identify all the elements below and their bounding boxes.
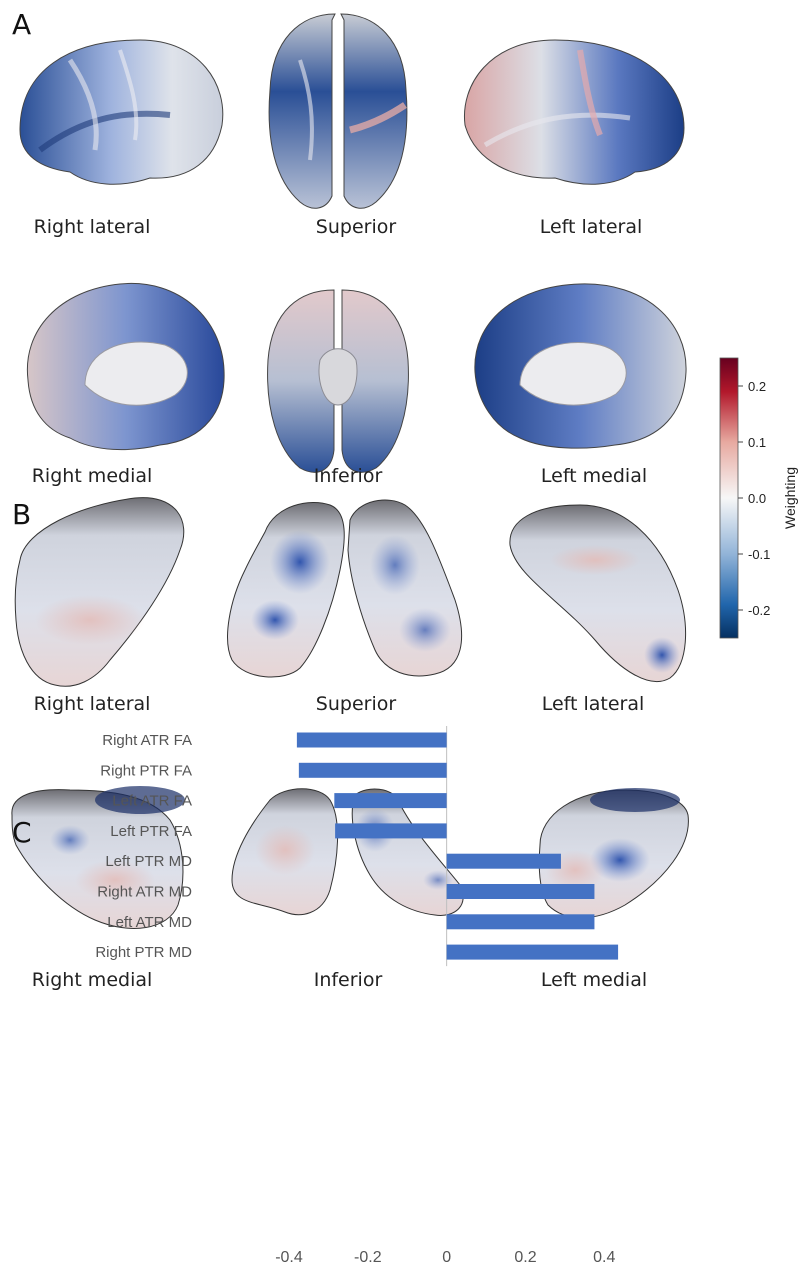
x-tick-label: 0.2 bbox=[514, 1249, 536, 1266]
bar bbox=[296, 732, 447, 748]
colorbar-tick-label: 0.0 bbox=[748, 491, 766, 506]
x-tick-label: 0 bbox=[442, 1249, 451, 1266]
colorbar-tick-label: 0.2 bbox=[748, 379, 766, 394]
category-label: Right ATR FA bbox=[102, 732, 192, 749]
label-left-lateral-a: Left lateral bbox=[539, 216, 643, 238]
cortex-inferior bbox=[267, 289, 409, 473]
panel-letter-c: C bbox=[12, 816, 32, 849]
thalamus-right-medial bbox=[11, 786, 185, 929]
label-right-lateral-a: Right lateral bbox=[33, 216, 151, 238]
label-left-medial-b: Left medial bbox=[540, 969, 648, 991]
thalamus-inferior bbox=[231, 788, 464, 916]
x-tick-label: 0.4 bbox=[593, 1249, 615, 1266]
category-label: Right ATR MD bbox=[97, 884, 192, 901]
cortex-right-medial bbox=[26, 282, 225, 451]
label-left-medial-a: Left medial bbox=[540, 465, 648, 487]
panel-letter-a: A bbox=[12, 8, 32, 41]
thalamus-left-lateral bbox=[509, 504, 687, 683]
panel-letter-b: B bbox=[12, 498, 32, 531]
label-right-medial-a: Right medial bbox=[31, 465, 153, 487]
label-superior-b: Superior bbox=[315, 693, 397, 715]
bar bbox=[334, 793, 447, 809]
bar bbox=[335, 823, 447, 839]
category-label: Left PTR MD bbox=[105, 853, 192, 870]
colorbar-label: Weighting bbox=[782, 467, 798, 529]
category-label: Left PTR FA bbox=[110, 823, 192, 840]
thalamus-superior bbox=[227, 499, 463, 678]
category-label: Left ATR MD bbox=[107, 914, 192, 931]
category-label: Right PTR MD bbox=[95, 944, 192, 961]
colorbar-tick-label: -0.2 bbox=[748, 603, 770, 618]
label-inferior-a: Inferior bbox=[313, 465, 383, 487]
colorbar-tick-label: -0.1 bbox=[748, 547, 770, 562]
x-tick-label: -0.2 bbox=[354, 1249, 382, 1266]
label-right-lateral-b: Right lateral bbox=[33, 693, 151, 715]
category-label: Left ATR FA bbox=[112, 793, 192, 810]
category-label: Right PTR FA bbox=[100, 762, 192, 779]
label-left-lateral-b: Left lateral bbox=[541, 693, 645, 715]
cortex-superior bbox=[268, 13, 408, 209]
bar bbox=[446, 853, 561, 869]
cortex-right-lateral bbox=[19, 39, 224, 185]
colorbar-tick-label: 0.1 bbox=[748, 435, 766, 450]
bar bbox=[446, 914, 595, 930]
bar bbox=[298, 762, 447, 778]
label-inferior-b: Inferior bbox=[313, 969, 383, 991]
label-superior-a: Superior bbox=[315, 216, 397, 238]
thalamus-right-lateral bbox=[14, 497, 185, 687]
label-right-medial-b: Right medial bbox=[31, 969, 153, 991]
x-tick-label: -0.4 bbox=[275, 1249, 303, 1266]
cortex-left-medial bbox=[474, 283, 687, 449]
cortex-left-lateral bbox=[463, 39, 685, 185]
bar bbox=[446, 884, 595, 899]
bar bbox=[446, 944, 619, 960]
